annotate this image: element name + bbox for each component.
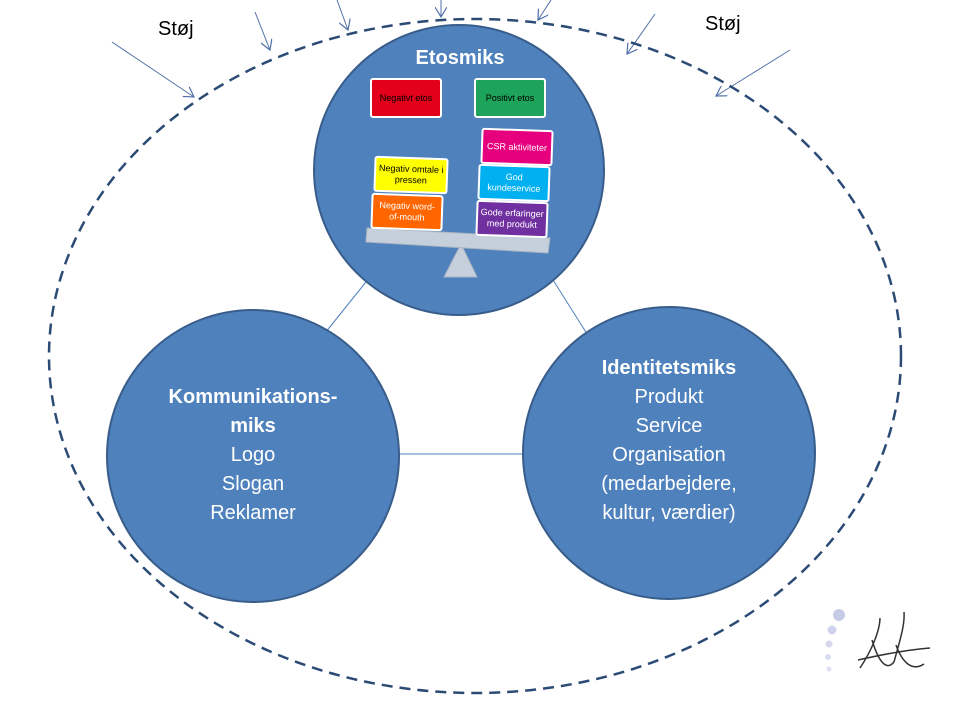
kommunikation-item: Reklamer: [210, 502, 296, 524]
kommunikation-item: Logo: [230, 444, 276, 466]
arrow-icon: [538, 0, 552, 20]
identitet-circle: [522, 306, 816, 600]
arrow-icon: [716, 49, 791, 96]
etosmiks-title: Etosmiks: [415, 47, 505, 69]
kommunikation-text: Kommunikations-miks Logo Slogan Reklamer: [143, 383, 363, 528]
signature-logo-icon: [825, 609, 931, 672]
arrow-icon: [627, 13, 656, 54]
kommunikation-title: Kommunikations-miks: [168, 386, 338, 437]
negative-press-box: Negativ omtale i pressen: [373, 155, 449, 195]
identitet-item: Produkt: [634, 386, 704, 408]
identitet-text: Identitetsmiks Produkt Service Organisat…: [549, 354, 789, 528]
identitet-item: Service: [635, 415, 703, 437]
outer-boundary: [47, 17, 903, 695]
identitet-item: (medarbejdere,: [601, 473, 737, 495]
arrow-icon: [336, 0, 348, 30]
csr-box: CSR aktiviteter: [480, 127, 554, 167]
arrow-icon: [111, 41, 194, 97]
arrow-icon: [254, 11, 270, 50]
positive-etos-header: Positivt etos: [474, 78, 546, 118]
noise-label-left: Støj: [158, 18, 194, 40]
kommunikation-item: Slogan: [221, 473, 285, 495]
identitet-item: Organisation: [612, 444, 726, 466]
negative-wom-box: Negativ word-of-mouth: [370, 192, 444, 232]
negative-etos-header: Negativt etos: [370, 78, 442, 118]
experience-box: Gode erfaringer med produkt: [475, 199, 549, 239]
kommunikation-circle: [106, 309, 400, 603]
noise-label-right: Støj: [705, 13, 741, 35]
noise-arrows: [111, 0, 791, 97]
identitet-title: Identitetsmiks: [601, 357, 737, 379]
identitet-item: kultur, værdier): [602, 502, 736, 524]
seesaw-fulcrum: [443, 242, 478, 278]
service-box: God kundeservice: [477, 163, 551, 203]
